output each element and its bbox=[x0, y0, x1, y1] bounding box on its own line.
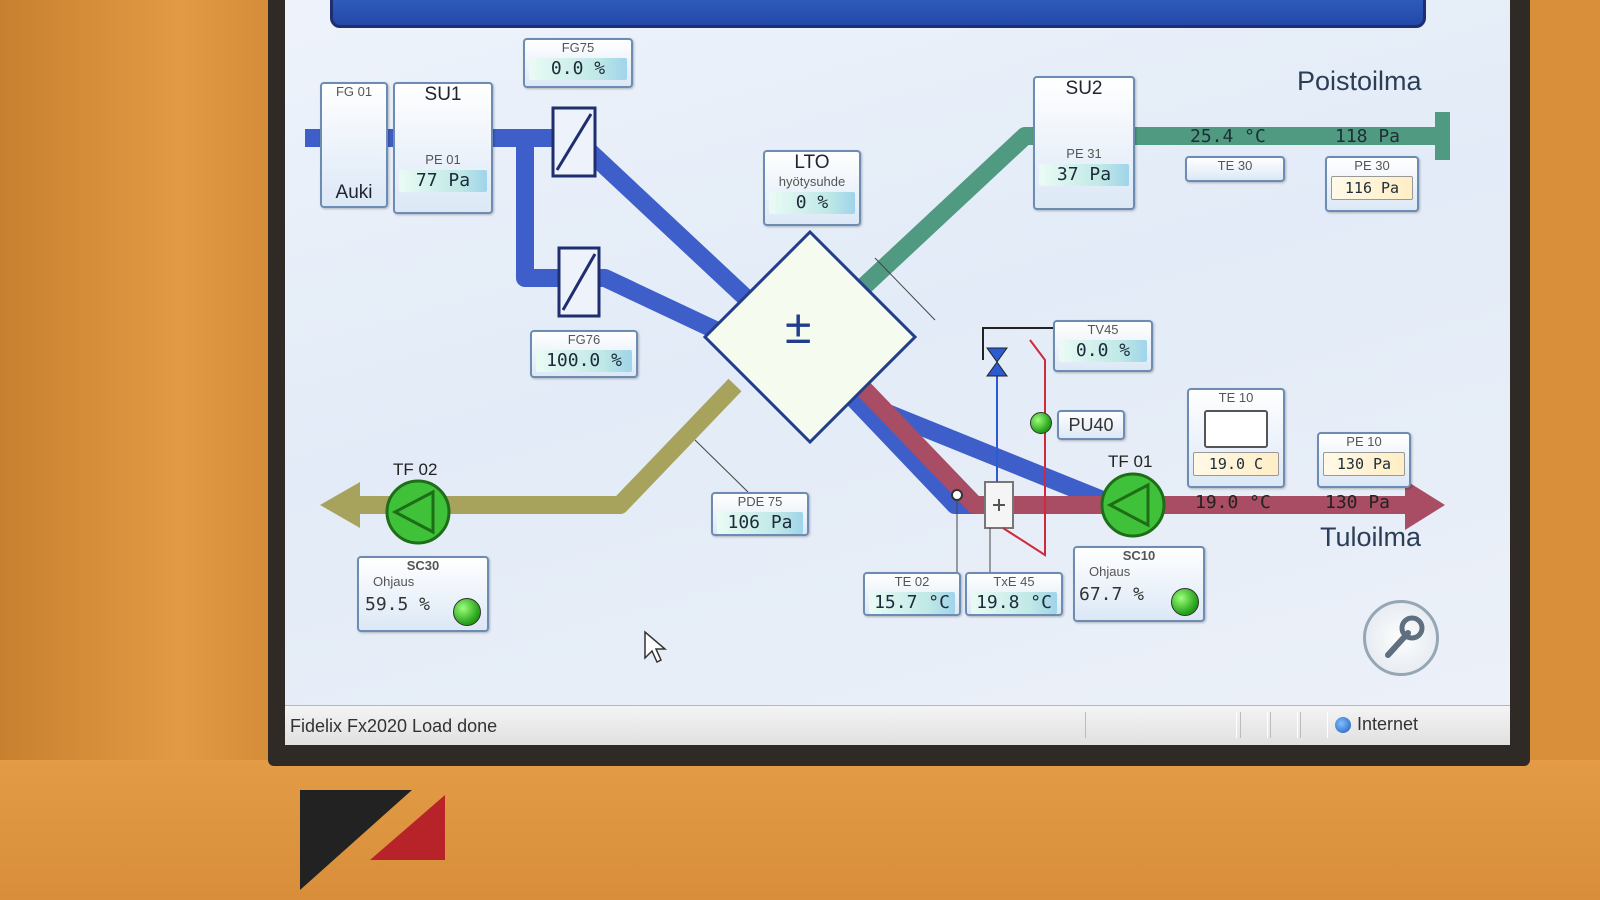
su2-label: SU2 bbox=[1065, 78, 1103, 99]
wrench-icon[interactable] bbox=[1363, 600, 1439, 676]
lto-label: LTO bbox=[794, 152, 830, 173]
exhaust-air-pipe bbox=[853, 127, 1450, 297]
monitor-bezel-bottom bbox=[0, 760, 1600, 900]
te02-box[interactable]: TE 02 15.7 °C bbox=[863, 572, 961, 616]
tv45-valve bbox=[986, 347, 1008, 377]
tf02-label: TF 02 bbox=[393, 460, 438, 479]
sc30-label: SC30 bbox=[406, 558, 440, 573]
pu40-box[interactable]: PU40 bbox=[1057, 410, 1125, 440]
tv45-value: 0.0 % bbox=[1059, 340, 1147, 362]
zone-label: Internet bbox=[1357, 714, 1419, 734]
wrench-glyph bbox=[1385, 615, 1425, 658]
security-zone: Internet bbox=[1335, 714, 1418, 735]
tf01-label: TF 01 bbox=[1108, 452, 1153, 471]
sc30-box[interactable]: SC30 Ohjaus 59.5 % bbox=[357, 556, 489, 632]
pe01-label: PE 01 bbox=[425, 152, 461, 167]
fg01-label: FG 01 bbox=[335, 84, 373, 99]
exhaust-flow-label: Poistoilma bbox=[1297, 66, 1422, 96]
tv45-box[interactable]: TV45 0.0 % bbox=[1053, 320, 1153, 372]
pe10-label: PE 10 bbox=[1346, 434, 1382, 449]
supply-arrow bbox=[1405, 480, 1445, 530]
txe45-box[interactable]: TxE 45 19.8 °C bbox=[965, 572, 1063, 616]
fg75-value: 0.0 % bbox=[529, 58, 627, 80]
heat-exchanger bbox=[702, 229, 918, 445]
txe45-value: 19.8 °C bbox=[971, 592, 1057, 614]
pe30-value: 116 Pa bbox=[1331, 176, 1413, 200]
sc10-box[interactable]: SC10 Ohjaus 67.7 % bbox=[1073, 546, 1205, 622]
su1-box[interactable]: SU1 PE 01 77 Pa bbox=[393, 82, 493, 214]
pe31-value: 37 Pa bbox=[1039, 164, 1129, 186]
fg01-box[interactable]: FG 01 Auki bbox=[320, 82, 388, 208]
su1-label: SU1 bbox=[424, 84, 462, 105]
tv45-label: TV45 bbox=[1087, 322, 1119, 337]
exhaust-arrow bbox=[1435, 112, 1450, 160]
tv45-line bbox=[982, 327, 1055, 360]
fg75-label: FG75 bbox=[561, 40, 595, 55]
pde75-label: PDE 75 bbox=[737, 494, 783, 509]
status-bar: Fidelix Fx2020 Load done Internet bbox=[285, 705, 1510, 745]
title-bar bbox=[330, 0, 1426, 28]
mouse-cursor-icon bbox=[644, 630, 667, 664]
fg76-box[interactable]: FG76 100.0 % bbox=[530, 330, 638, 378]
sc30-sub: Ohjaus bbox=[373, 574, 415, 589]
su2-box[interactable]: SU2 PE 31 37 Pa bbox=[1033, 76, 1135, 210]
monitor-bezel-left bbox=[0, 0, 300, 900]
pe10-box[interactable]: PE 10 130 Pa bbox=[1317, 432, 1411, 488]
pu40-pump-icon bbox=[1030, 412, 1052, 434]
status-cell-2 bbox=[1240, 712, 1268, 738]
te30-label: TE 30 bbox=[1217, 158, 1253, 173]
pde75-value: 106 Pa bbox=[717, 512, 803, 534]
te10-value: 19.0 C bbox=[1193, 452, 1279, 476]
supply-out-pipe bbox=[853, 378, 1415, 514]
supply-flow-label: Tuloilma bbox=[1320, 522, 1422, 552]
sc30-status-led bbox=[453, 598, 481, 626]
hvac-screen: Poistoilma Tuloilma FG 01 Auki SU1 PE 01… bbox=[285, 0, 1510, 745]
sc10-sub: Ohjaus bbox=[1089, 564, 1131, 579]
fg75-box[interactable]: FG75 0.0 % bbox=[523, 38, 633, 88]
heat-exchanger-symbol: ± bbox=[785, 301, 812, 354]
supply-temp: 19.0 °C bbox=[1195, 492, 1271, 513]
fg76-value: 100.0 % bbox=[536, 350, 632, 372]
waste-arrow bbox=[320, 482, 360, 528]
sc10-status-led bbox=[1171, 588, 1199, 616]
sc30-value: 59.5 % bbox=[365, 594, 431, 615]
te30-box[interactable]: TE 30 bbox=[1185, 156, 1285, 182]
manufacturer-logo bbox=[300, 790, 445, 890]
status-cell-4 bbox=[1300, 712, 1328, 738]
te02-label: TE 02 bbox=[894, 574, 930, 589]
pe01-value: 77 Pa bbox=[399, 170, 487, 192]
pe31-label: PE 31 bbox=[1066, 146, 1102, 161]
te02-value: 15.7 °C bbox=[869, 592, 955, 614]
pde75-box[interactable]: PDE 75 106 Pa bbox=[711, 492, 809, 536]
pe30-box[interactable]: PE 30 116 Pa bbox=[1325, 156, 1419, 212]
pu40-label: PU40 bbox=[1068, 415, 1114, 435]
lto-value: 0 % bbox=[769, 192, 855, 214]
globe-icon bbox=[1335, 717, 1351, 734]
trend-graph-icon bbox=[1204, 410, 1268, 448]
fg01-value: Auki bbox=[335, 182, 373, 203]
lto-box[interactable]: LTO hyötysuhde 0 % bbox=[763, 150, 861, 226]
status-cell-1 bbox=[1085, 712, 1237, 738]
sc10-label: SC10 bbox=[1122, 548, 1156, 563]
te10-box[interactable]: TE 10 19.0 C bbox=[1187, 388, 1285, 488]
pe30-label: PE 30 bbox=[1354, 158, 1390, 173]
lto-sub: hyötysuhde bbox=[778, 174, 846, 189]
txe45-label: TxE 45 bbox=[993, 574, 1035, 589]
pe10-value: 130 Pa bbox=[1323, 452, 1405, 476]
exhaust-temp: 25.4 °C bbox=[1190, 126, 1266, 147]
status-cell-3 bbox=[1270, 712, 1298, 738]
exhaust-pressure: 118 Pa bbox=[1335, 126, 1401, 147]
status-message: Fidelix Fx2020 Load done bbox=[290, 716, 498, 736]
valve-flow-line bbox=[1002, 339, 1046, 557]
sc10-value: 67.7 % bbox=[1079, 584, 1145, 605]
fg76-label: FG76 bbox=[567, 332, 601, 347]
te10-label: TE 10 bbox=[1218, 390, 1254, 405]
supply-pressure: 130 Pa bbox=[1325, 492, 1391, 513]
